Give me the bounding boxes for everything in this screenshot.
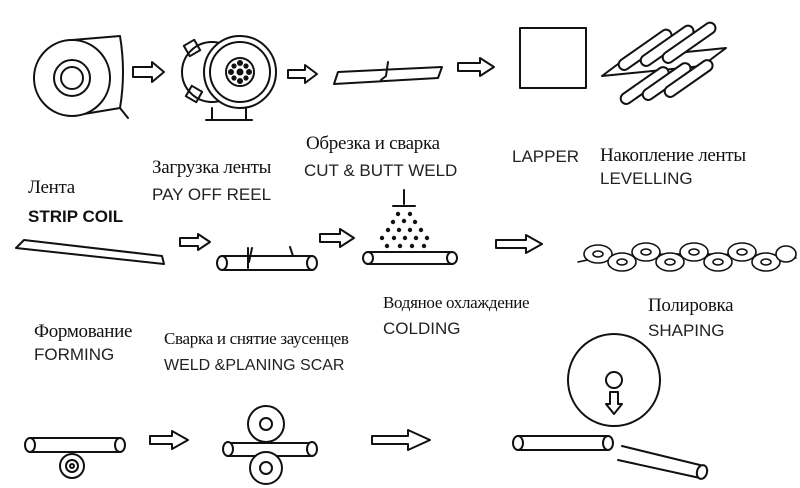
forming-label-ru: Формование	[34, 321, 133, 342]
polishing-label-ru: Полировка	[648, 295, 734, 316]
cut-weld-label-ru: Обрезка и сварка	[306, 133, 440, 154]
colding-label-en: COLDING	[383, 319, 461, 338]
pay-off-label-en: PAY OFF REEL	[152, 185, 272, 204]
lapper-label-en: LAPPER	[512, 147, 580, 166]
accumulator-coils-illustration	[578, 243, 796, 271]
flow-arrow-8	[372, 430, 430, 450]
strip-coil-label-en: STRIP COIL	[28, 207, 124, 226]
tube-with-marks-illustration	[217, 247, 317, 270]
shaping-label-en: SHAPING	[648, 321, 725, 340]
flow-arrow-6	[496, 235, 542, 253]
strip-coil-label-ru: Лента	[28, 177, 75, 198]
forming-rolls-illustration	[25, 438, 125, 478]
lapper-box-illustration	[520, 28, 586, 88]
flow-arrow-3	[458, 58, 494, 76]
water-cooling-illustration	[363, 190, 457, 264]
cut-strip-illustration	[334, 62, 442, 84]
flow-arrow-5	[320, 229, 354, 247]
forming-label-en: FORMING	[34, 345, 115, 364]
cooling-label-ru: Водяное охлаждение	[383, 293, 530, 312]
weld-planing-label-ru: Сварка и снятие заусенцев	[164, 329, 349, 348]
cut-weld-label-en: CUT & BUTT WELD	[304, 161, 458, 180]
strip-illustration	[16, 240, 164, 264]
pay-off-label-ru: Загрузка ленты	[152, 157, 272, 178]
flow-arrow-4	[180, 234, 210, 250]
accumulation-label-ru: Накопление ленты	[600, 145, 746, 166]
flow-arrow-2	[288, 65, 317, 83]
weld-planing-label-en: WELD &PLANING SCAR	[164, 357, 345, 374]
weld-rolls-illustration	[223, 406, 317, 484]
flow-arrow-7	[150, 431, 188, 449]
levelling-rollers-illustration	[602, 21, 726, 107]
coil-illustration	[34, 36, 128, 118]
shaping-wheel-illustration	[513, 334, 709, 480]
levelling-label-en: LEVELLING	[600, 169, 693, 188]
pay-off-reel-illustration	[182, 36, 276, 120]
flow-arrow-1	[133, 62, 164, 82]
